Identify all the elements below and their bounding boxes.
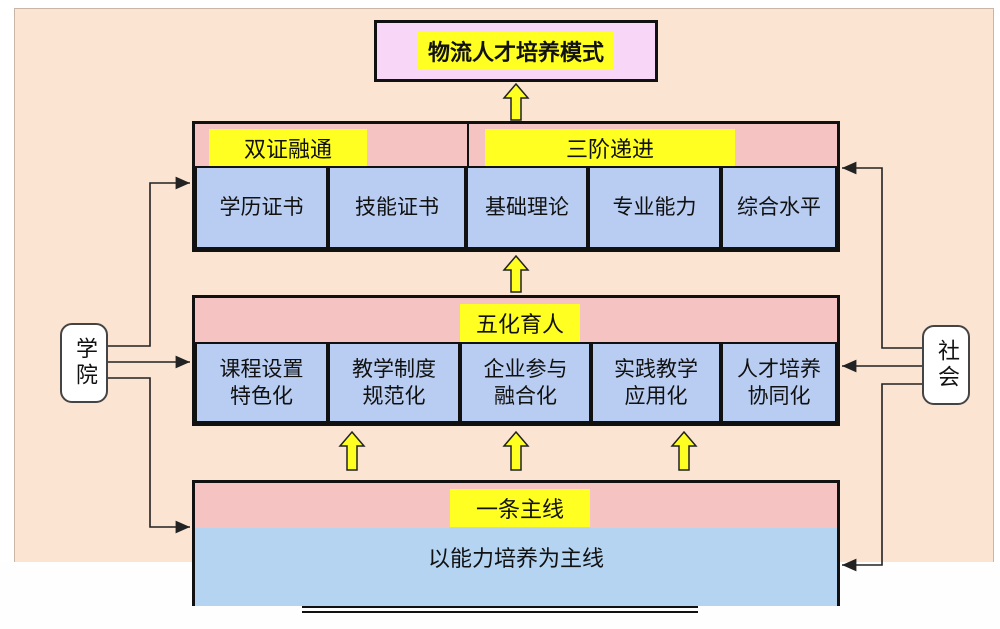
middle-cell-line: 教学制度	[352, 357, 436, 382]
middle-cell-line: 应用化	[624, 383, 688, 408]
middle-cell: 实践教学 应用化	[591, 342, 721, 423]
top-cell: 技能证书	[328, 166, 466, 249]
middle-cell: 教学制度 规范化	[328, 342, 460, 423]
left-connector-bottom	[108, 377, 190, 534]
top-cell: 学历证书	[195, 166, 328, 249]
right-connector-bottom	[842, 383, 922, 572]
middle-cell: 企业参与 融合化	[460, 342, 591, 423]
up-arrow-icon	[502, 430, 530, 471]
bottom-band: 一条主线	[192, 480, 840, 530]
right-node-society: 社会	[922, 325, 970, 405]
bottom-rule	[302, 606, 698, 613]
diagram-background	[14, 8, 994, 570]
main-line-box: 以能力培养为主线	[192, 528, 840, 606]
middle-cell-line: 课程设置	[219, 357, 304, 382]
left-connector-top	[108, 176, 190, 347]
title-box: 物流人才培养模式	[374, 20, 658, 82]
up-arrow-icon	[502, 254, 530, 293]
page-title: 物流人才培养模式	[417, 32, 614, 70]
middle-band: 五化育人	[192, 295, 840, 345]
top-cells: 学历证书 技能证书 基础理论 专业能力 综合水平	[192, 166, 840, 252]
middle-cell-line: 人才培养	[737, 357, 821, 382]
left-node-label: 学院	[72, 337, 97, 389]
middle-cell: 课程设置 特色化	[195, 342, 328, 423]
left-node-school: 学院	[60, 323, 108, 403]
middle-cell-line: 实践教学	[614, 357, 698, 382]
middle-cell-line: 协同化	[747, 383, 811, 408]
middle-cell-line: 企业参与	[483, 357, 568, 382]
middle-cell-line: 融合化	[494, 383, 557, 408]
up-arrow-icon	[502, 82, 530, 121]
middle-cell-line: 特色化	[230, 383, 293, 408]
top-cell: 综合水平	[721, 166, 837, 249]
top-cell: 专业能力	[588, 166, 721, 249]
top-right-label: 三阶递进	[485, 129, 735, 167]
right-node-label: 社会	[934, 339, 959, 391]
main-line-text: 以能力培养为主线	[427, 547, 604, 572]
top-left-label: 双证融通	[209, 129, 367, 167]
up-arrow-icon	[670, 430, 698, 471]
middle-label: 五化育人	[460, 304, 580, 342]
middle-cell-line: 规范化	[362, 383, 426, 408]
top-cell: 基础理论	[466, 166, 588, 249]
right-connector-top	[842, 161, 922, 349]
middle-cell: 人才培养 协同化	[721, 342, 837, 423]
bottom-label: 一条主线	[450, 489, 590, 527]
top-band: 双证融通 三阶递进	[192, 121, 840, 169]
middle-cells: 课程设置 特色化 教学制度 规范化 企业参与 融合化 实践教学 应用化 人才培养…	[192, 342, 840, 426]
up-arrow-icon	[338, 430, 366, 471]
